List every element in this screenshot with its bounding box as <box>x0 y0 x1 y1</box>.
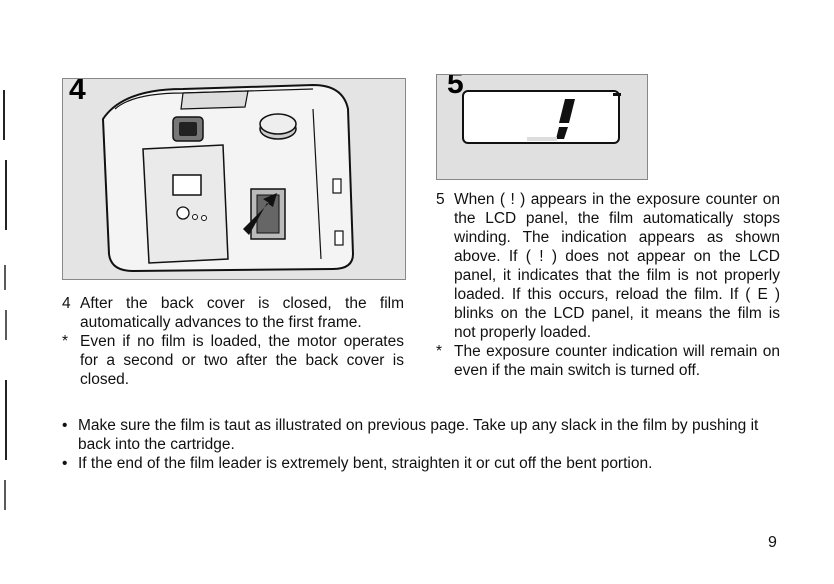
bullet-marker: • <box>62 455 68 472</box>
left-column-text: 4 After the back cover is closed, the fi… <box>62 294 404 389</box>
bullet-text: If the end of the film leader is extreme… <box>78 455 653 472</box>
bullet-note: • If the end of the film leader is extre… <box>62 454 782 473</box>
step-text: After the back cover is closed, the film… <box>80 295 404 331</box>
note-marker: * <box>62 333 69 350</box>
page-number: 9 <box>768 534 777 551</box>
step-marker: 5 <box>436 191 445 208</box>
note-text: Even if no film is loaded, the motor ope… <box>80 333 404 388</box>
note-marker: * <box>436 343 443 360</box>
figure-number: 5 <box>447 74 464 100</box>
step-marker: 4 <box>62 295 71 312</box>
figure-4-camera-back: 4 <box>62 78 406 280</box>
figure-number: 4 <box>69 78 86 106</box>
bullet-note: • Make sure the film is taut as illustra… <box>62 416 782 454</box>
binding-edge-marks <box>3 90 7 510</box>
step-text: When ( ǃ ) appears in the exposure count… <box>454 191 780 341</box>
step-4: 4 After the back cover is closed, the fi… <box>62 294 404 332</box>
note-text: The exposure counter indication will rem… <box>454 343 780 379</box>
figure-5-lcd-panel: 5 <box>436 74 648 180</box>
bullet-text: Make sure the film is taut as illustrate… <box>78 417 759 453</box>
step-5: 5 When ( ǃ ) appears in the exposure cou… <box>436 190 780 342</box>
right-column-text: 5 When ( ǃ ) appears in the exposure cou… <box>436 190 780 380</box>
bullet-marker: • <box>62 417 68 434</box>
lcd-illustration <box>437 75 647 179</box>
bottom-notes: • Make sure the film is taut as illustra… <box>62 416 782 473</box>
note-5: * The exposure counter indication will r… <box>436 342 780 380</box>
camera-illustration <box>63 79 405 279</box>
note-4: * Even if no film is loaded, the motor o… <box>62 332 404 389</box>
